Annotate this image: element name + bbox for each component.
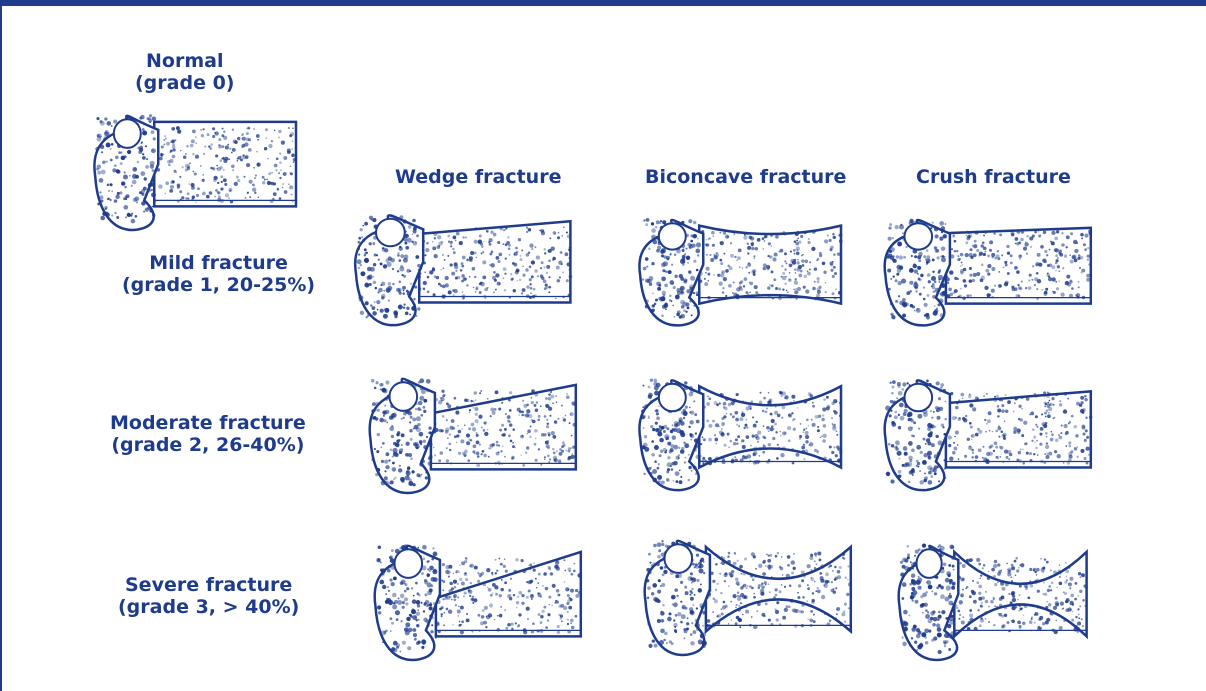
vertebra-biconcave-severe [630, 530, 860, 660]
vertebra-crush-mild [870, 210, 1100, 330]
vertebra-wedge-moderate [355, 368, 585, 498]
vertebra-crush-moderate [870, 370, 1100, 495]
vertebral-body [699, 386, 841, 467]
row-grade-severe: (grade 3, > 40%) [118, 596, 299, 618]
vertebra-svg [625, 370, 850, 495]
column-header-wedge: Wedge fracture [395, 166, 561, 188]
column-header-biconcave: Biconcave fracture [645, 166, 846, 188]
normal-label: Normal (grade 0) [135, 50, 234, 94]
vertebra-biconcave-moderate [625, 370, 850, 495]
vertebra-svg [870, 210, 1100, 330]
vertebra-crush-severe [885, 535, 1095, 665]
row-title-moderate: Moderate fracture [110, 412, 306, 434]
top-border [0, 0, 1206, 6]
normal-grade: (grade 0) [135, 72, 234, 94]
vertebral-body [706, 547, 851, 632]
vertebra-svg [340, 205, 580, 330]
vertebra-svg [870, 370, 1100, 495]
vertebra-wedge-mild [340, 205, 580, 330]
row-title-mild: Mild fracture [122, 252, 315, 274]
vertebra-svg [630, 530, 860, 660]
vertebra-wedge-severe [360, 535, 590, 665]
vertebra-svg [360, 535, 590, 665]
row-label-severe: Severe fracture (grade 3, > 40%) [118, 574, 299, 618]
vertebra-biconcave-mild [625, 210, 850, 330]
left-border [0, 6, 2, 691]
row-label-mild: Mild fracture (grade 1, 20-25%) [122, 252, 315, 296]
vertebra-normal [80, 105, 305, 235]
column-header-crush: Crush fracture [916, 166, 1071, 188]
vertebra-svg [625, 210, 850, 330]
vertebra-svg [355, 368, 585, 498]
vertebra-svg [80, 105, 305, 235]
vertebra-svg [885, 535, 1095, 665]
row-grade-mild: (grade 1, 20-25%) [122, 274, 315, 296]
normal-title: Normal [135, 50, 234, 72]
row-label-moderate: Moderate fracture (grade 2, 26-40%) [110, 412, 306, 456]
row-grade-moderate: (grade 2, 26-40%) [110, 434, 306, 456]
row-title-severe: Severe fracture [118, 574, 299, 596]
